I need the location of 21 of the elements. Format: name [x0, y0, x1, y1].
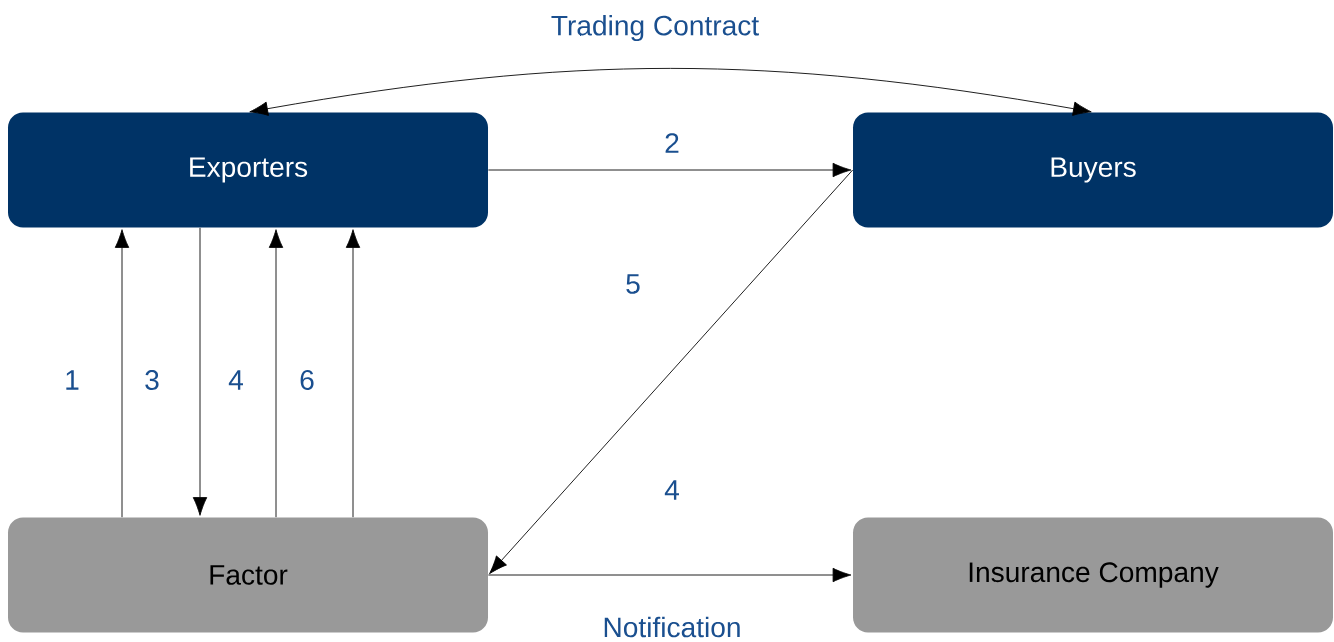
arrow — [487, 162, 852, 178]
edge-label: 2 — [665, 133, 679, 153]
edge-label: 6 — [300, 370, 314, 390]
arrow — [487, 567, 852, 583]
arrow — [114, 229, 130, 518]
edge-label: 3 — [145, 370, 159, 390]
edge-label: 5 — [626, 274, 640, 294]
arrow — [489, 169, 854, 575]
arrow — [249, 67, 1092, 116]
process-box: Insurance Company — [853, 517, 1333, 633]
note-label: Notification — [604, 616, 740, 638]
edge-label: 1 — [66, 370, 79, 390]
process-box: Factor — [8, 517, 488, 633]
arrow — [268, 229, 284, 518]
edge-label: 4 — [228, 370, 243, 390]
process-box: Exporters — [8, 112, 488, 228]
arrow — [345, 229, 361, 518]
process-box: Buyers — [853, 112, 1333, 228]
edge-label: Trading Contract — [551, 14, 759, 42]
arrow — [192, 227, 208, 516]
edge-label: 4 — [664, 480, 679, 500]
